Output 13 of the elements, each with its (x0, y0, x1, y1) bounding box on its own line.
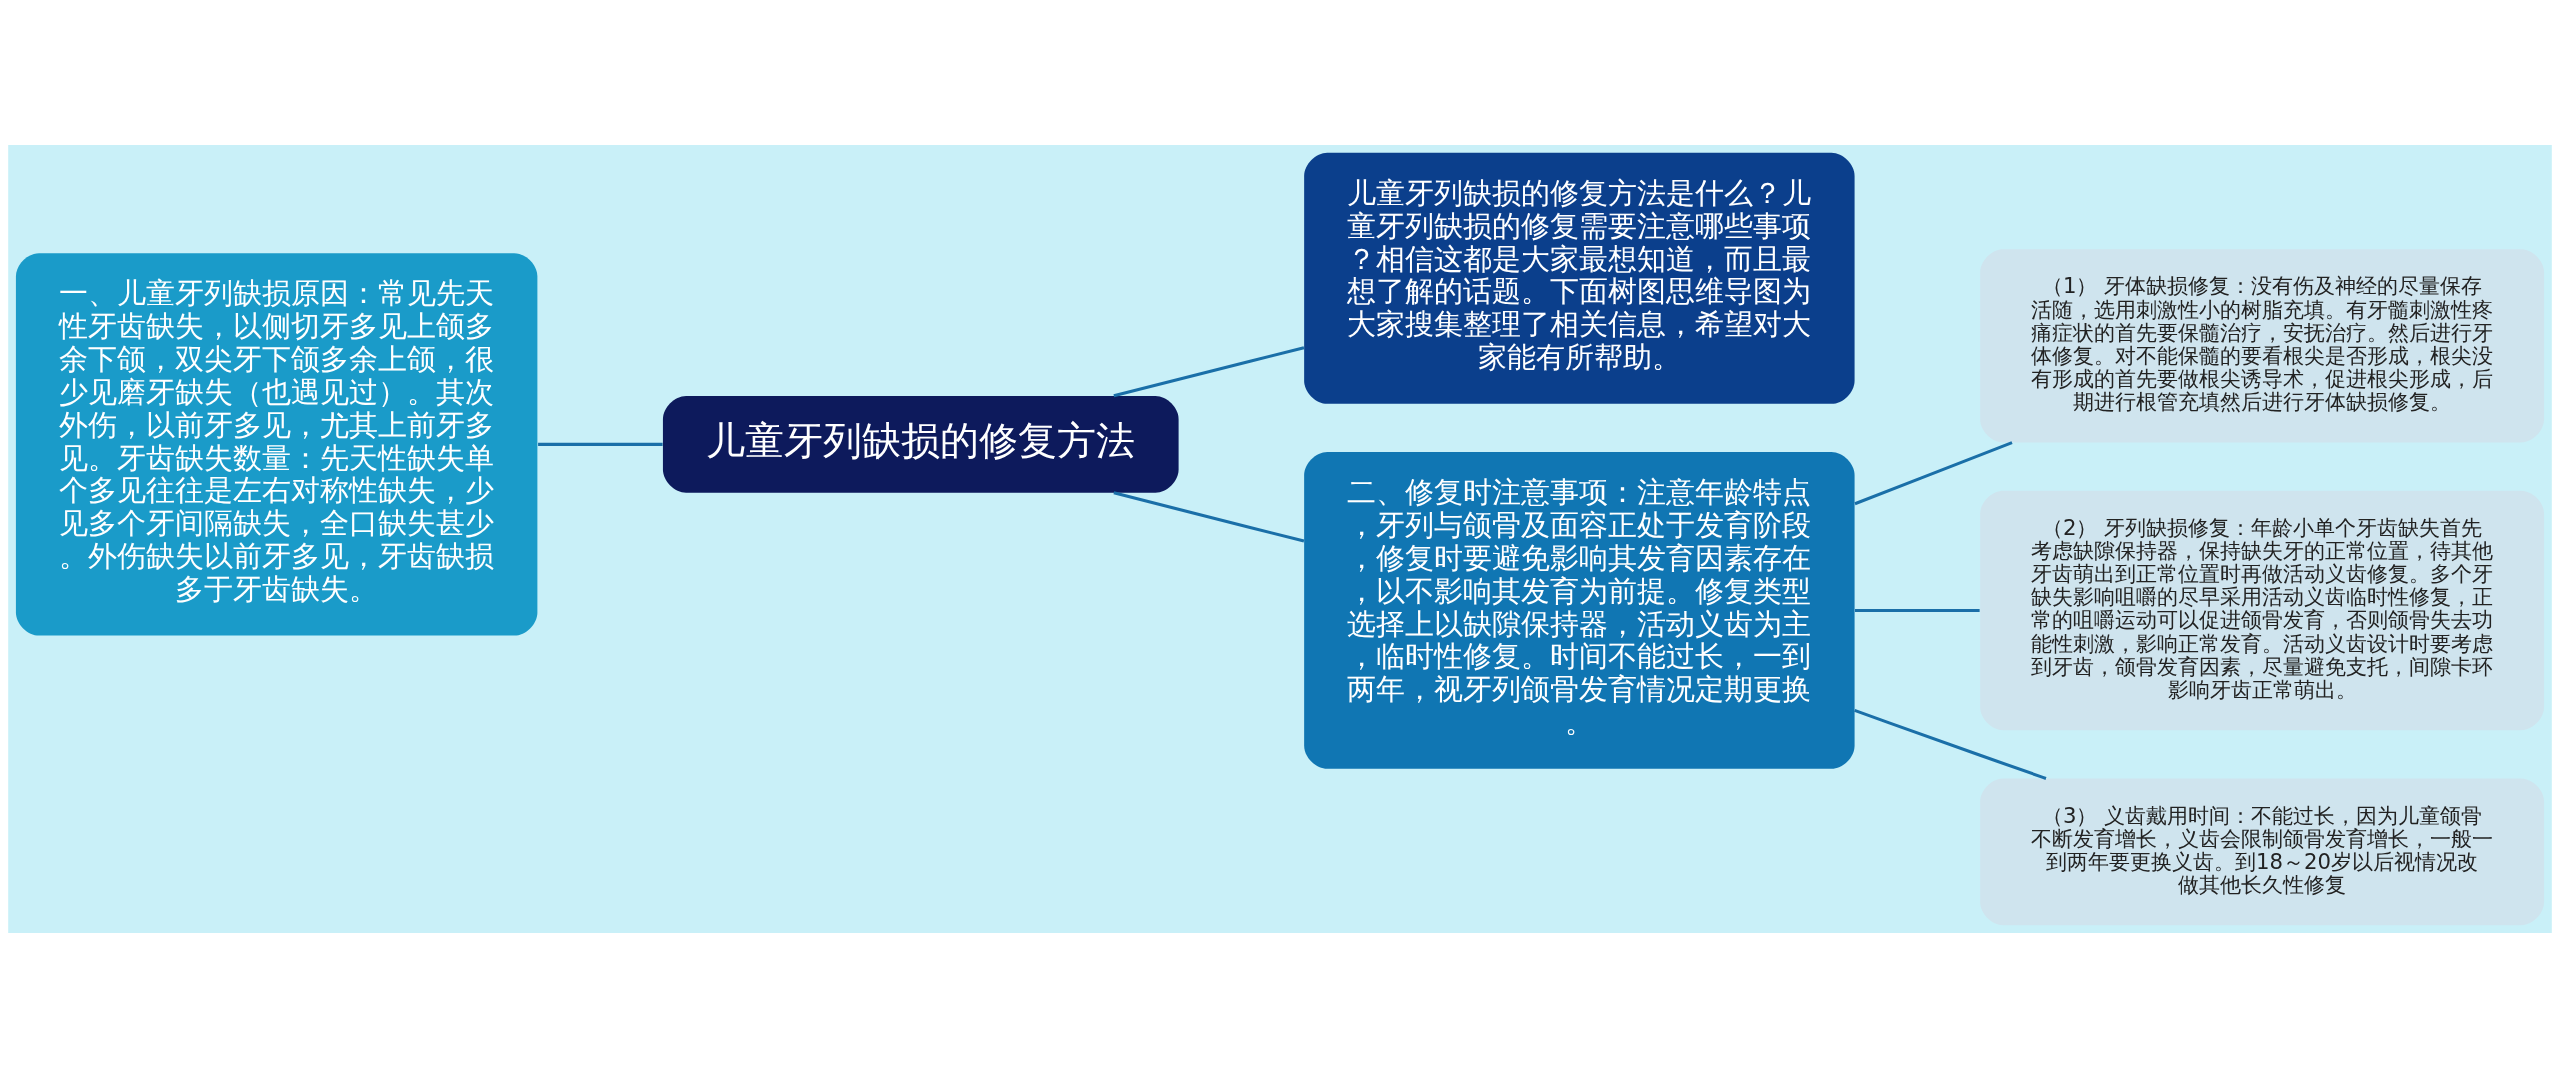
node-box: 儿童牙列缺损的修复方法是什么？儿童牙列缺损的修复需要注意哪些事项？相信这都是大家最想知道，而且最想了解的话题。下面树图思维导图为大家搜集整理了相关信息，希望对大家能有所帮助。 (1304, 152, 1855, 404)
connector (1854, 440, 2013, 505)
node-box: 二、修复时注意事项：注意年龄特点，牙列与颌骨及面容正处于发育阶段，修复时要避免影响其发育因素存在，以不影响其发育为前提。修复类型选择上以缺隙保持器，活动义齿为主，临时性修复。时间不能过长，一到两年，视牙列颌骨发育情况定期更换。 (1304, 451, 1855, 769)
node-box: （3） 义齿戴用时间：不能过长，因为儿童颌骨不断发育增长，义齿会限制颌骨发育增长，一般一到两年要更换义齿。到18～20岁以后视情况改做其他长久性修复 (1980, 778, 2545, 925)
connector (1854, 608, 1980, 612)
node-box: 儿童牙列缺损的修复方法 (662, 395, 1179, 493)
node-box: 一、儿童牙列缺损原因：常见先天性牙齿缺失，以侧切牙多见上颌多余下颌，双尖牙下颌多余上颌，很少见磨牙缺失（也遇见过）。其次外伤，以前牙多见，尤其上前牙多见。牙齿缺失数量：先天性缺失单个多见往往是左右对称性缺失，少见多个牙间隔缺失，全口缺失甚少。外伤缺失以前牙多见，牙齿缺损多于牙齿缺失。 (15, 252, 538, 636)
node-box: （2） 牙列缺损修复：年龄小单个牙齿缺失首先考虑缺隙保持器，保持缺失牙的正常位置，待其他牙齿萌出到正常位置时再做活动义齿修复。多个牙缺失影响咀嚼的尽早采用活动义齿临时性修复，正常的咀嚼运动可以促进颌骨发育，否则颌骨失去功能性刺激，影响正常发育。活动义齿设计时要考虑到牙齿，颌骨发育因素，尽量避免支托，间隙卡环影响牙齿正常萌出。 (1980, 490, 2545, 730)
connector (1113, 490, 1305, 543)
node-box: （1） 牙体缺损修复：没有伤及神经的尽量保存活随，选用刺激性小的树脂充填。有牙髓刺激性疼痛症状的首先要保髓治疗，安抚治疗。然后进行牙体修复。对不能保髓的要看根尖是否形成，根尖没有形成的首先要做根尖诱导术，促进根尖形成，后期进行根管充填然后进行牙体缺损修复。 (1980, 248, 2545, 442)
connector (1854, 708, 2047, 780)
connector (1113, 345, 1305, 397)
connector (538, 442, 663, 446)
